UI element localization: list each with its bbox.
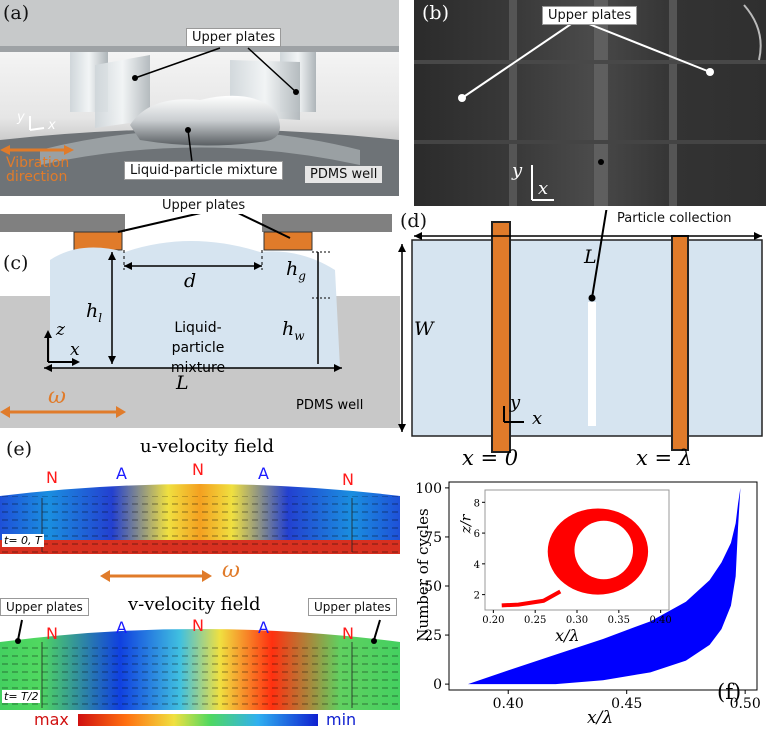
panel-b-label: (b) <box>422 2 449 24</box>
inset-y-tick-label-3: 8 <box>474 498 480 509</box>
y-tick-label-0: 0 <box>433 677 442 693</box>
z-axis-c: z <box>56 320 65 340</box>
inset-ylabel: z/r <box>458 514 475 534</box>
node-n-1: N <box>46 468 58 487</box>
node-n-6: N <box>342 624 354 643</box>
node-a-4: A <box>258 618 269 637</box>
inset-y-tick-label-0: 2 <box>474 591 480 602</box>
upper-plates-callout-c: Upper plates <box>157 197 251 214</box>
pdms-callout-a: PDMS well <box>305 166 383 183</box>
colorbar-max: max <box>34 710 69 729</box>
hw-sub: w <box>294 328 305 343</box>
omega-e: ω <box>222 558 240 583</box>
u-field-title: u-velocity field <box>140 436 274 457</box>
upper-plates-callout-b: Upper plates <box>542 6 638 25</box>
inset-x-tick-label-2: 0.30 <box>566 615 588 626</box>
node-n-4: N <box>46 624 58 643</box>
time-label-0: t= 0, T <box>2 534 44 547</box>
panel-b: (b) Upper plates y x <box>414 0 766 206</box>
hg-sub: g <box>298 268 306 283</box>
axis-x-a: x <box>48 118 56 133</box>
node-n-2: N <box>192 460 204 479</box>
hg-label: hg <box>286 258 306 283</box>
inset-x-tick-label-4: 0.40 <box>650 615 672 626</box>
inset-x-tick-label-1: 0.25 <box>524 615 546 626</box>
y-tick-label-1: 25 <box>424 628 442 644</box>
axis-y-b: y <box>512 160 523 181</box>
panel-c-render <box>0 211 400 428</box>
panel-d-label: (d) <box>400 210 427 232</box>
vibration-label: Vibration direction <box>6 155 70 185</box>
upper-plates-callout-e-left: Upper plates <box>0 598 89 616</box>
inset-x-tick-label-0: 0.20 <box>482 615 504 626</box>
x0-label: x = 0 <box>462 446 519 470</box>
x-axis-d: x <box>532 408 543 429</box>
omega-c: ω <box>48 384 66 409</box>
x-tick-label-1: 0.45 <box>611 696 642 712</box>
node-a-3: A <box>116 618 127 637</box>
time-label-half: t= T/2 <box>2 690 41 703</box>
node-a-1: A <box>116 464 127 483</box>
panel-c-label: (c) <box>3 252 29 274</box>
inset-orbit-hole <box>574 520 634 580</box>
L-label-c: L <box>176 372 189 394</box>
node-n-3: N <box>342 470 354 489</box>
hl-symbol: h <box>86 300 99 322</box>
panel-d: (d) Particle collection L W y x x = 0 x … <box>398 199 766 472</box>
colorbar-min: min <box>326 710 357 729</box>
d-label: d <box>184 270 197 292</box>
upper-plates-callout-e-right: Upper plates <box>308 598 397 616</box>
axis-y-a: y <box>17 110 25 125</box>
upper-plates-callout-a: Upper plates <box>186 28 282 47</box>
node-n-5: N <box>192 616 204 635</box>
y-tick-label-4: 100 <box>415 481 442 497</box>
panel-f-label: (f) <box>717 680 742 704</box>
panel-c: (c) Upper plates d hg hl hw Liquid-parti… <box>0 197 400 428</box>
panel-a: (a) Upper plates Liquid-particle mixture… <box>0 0 399 196</box>
pdms-label-c: PDMS well <box>296 398 364 413</box>
inset-orbit-tail <box>501 589 562 608</box>
panel-b-render <box>414 0 766 206</box>
inset-x-tick-label-3: 0.35 <box>608 615 630 626</box>
panel-e-label: (e) <box>6 438 33 460</box>
L-label-d: L <box>584 246 597 268</box>
panel-e: (e) u-velocity field v-velocity field t=… <box>0 428 405 732</box>
particle-collection-callout: Particle collection <box>612 210 737 227</box>
x-axis-c: x <box>70 340 80 360</box>
inset-xlabel: x/λ <box>555 626 580 645</box>
axis-x-b: x <box>538 178 549 199</box>
hl-sub: l <box>98 310 103 325</box>
f-ylabel: Number of cycles <box>414 508 432 642</box>
series-band-0 <box>467 487 741 685</box>
mixture-callout: Liquid-particle mixture <box>124 161 284 180</box>
panel-e-render <box>0 484 400 726</box>
hl-label: hl <box>86 300 102 325</box>
f-xlabel: x/λ <box>587 708 614 728</box>
node-a-2: A <box>258 464 269 483</box>
x-tick-label-0: 0.40 <box>493 696 524 712</box>
inset-y-tick-label-2: 6 <box>474 529 480 540</box>
x-tick-label-2: 0.50 <box>730 696 761 712</box>
panel-d-render <box>398 199 763 453</box>
hw-symbol: h <box>282 318 295 340</box>
inset-plot: 0.20 0.25 0.30 0.35 0.40 2 4 6 8 <box>474 489 672 626</box>
y-tick-label-3: 75 <box>424 530 442 546</box>
v-field-title: v-velocity field <box>128 594 261 615</box>
panel-a-label: (a) <box>3 2 30 24</box>
mixture-label-c: Liquid-particle mixture <box>170 320 226 376</box>
xlambda-label: x = λ <box>636 446 693 470</box>
hg-symbol: h <box>286 258 299 280</box>
y-tick-label-2: 50 <box>424 579 442 595</box>
W-label-d: W <box>414 318 434 340</box>
inset-y-tick-label-1: 4 <box>474 560 480 571</box>
y-axis-d: y <box>510 392 521 413</box>
hw-label: hw <box>282 318 305 343</box>
